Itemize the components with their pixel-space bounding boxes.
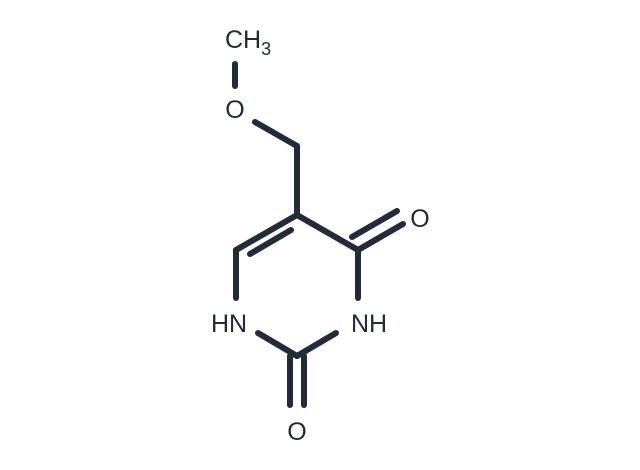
bond-c4-oxygen-second xyxy=(349,208,400,240)
bond-c4-oxygen xyxy=(355,221,406,253)
atom-labels: CH3 O O HN NH O xyxy=(211,26,430,446)
ether-oxygen-label: O xyxy=(225,96,244,124)
methyl-subscript: 3 xyxy=(261,39,271,59)
bond-c5-c4 xyxy=(294,212,361,253)
methyl-label: CH3 xyxy=(225,26,271,59)
bond-c5-c6-second xyxy=(247,227,294,257)
bond-oxygen-methylene xyxy=(252,119,300,149)
methyl-carbon-text: CH xyxy=(225,26,261,54)
carbonyl-oxygen-top-label: O xyxy=(410,205,429,233)
bond-n1-c2 xyxy=(255,330,300,359)
nh-left-label: HN xyxy=(211,310,247,338)
carbonyl-oxygen-bottom-label: O xyxy=(287,418,306,446)
bonds xyxy=(232,61,406,408)
bond-n3-c2 xyxy=(294,330,339,359)
bond-c5-c6 xyxy=(233,212,300,253)
nh-right-label: NH xyxy=(351,310,387,338)
